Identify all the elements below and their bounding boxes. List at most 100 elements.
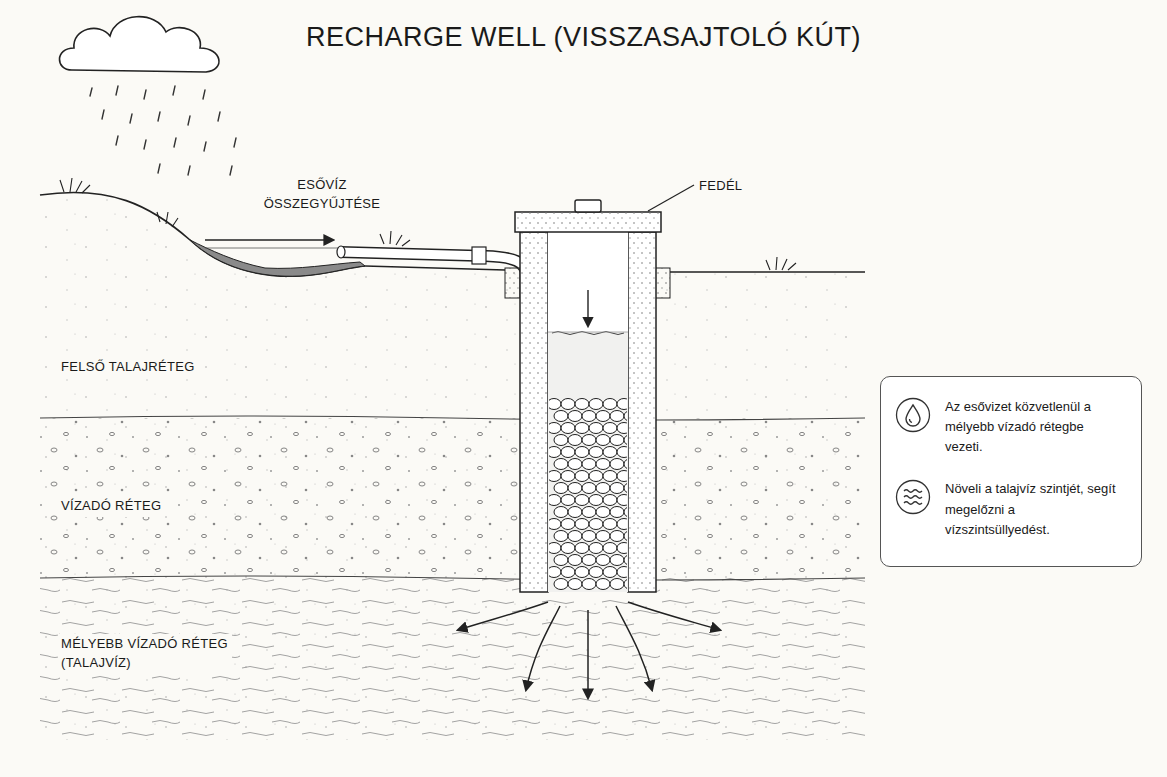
gravel-stone: [596, 411, 610, 422]
drop-icon: [895, 397, 931, 433]
gravel-stone: [554, 435, 568, 446]
info-text: Az esővizet közvetlenül a mélyebb vízadó…: [945, 397, 1123, 457]
gravel-stone: [582, 555, 596, 566]
gravel-stone: [624, 531, 627, 542]
gravel-stone: [554, 483, 568, 494]
gravel-stone: [582, 411, 596, 422]
gravel-stone: [589, 495, 603, 506]
gravel-stone: [596, 483, 610, 494]
gravel-stone: [624, 435, 627, 446]
gravel-stone: [554, 411, 568, 422]
info-panel: Az esővizet közvetlenül a mélyebb vízadó…: [880, 376, 1142, 567]
lid-label: FEDÉL: [696, 176, 745, 197]
gravel-stone: [603, 495, 617, 506]
gravel-stone: [596, 579, 610, 590]
gravel-stone: [617, 447, 627, 458]
gravel-stone: [589, 471, 603, 482]
gravel-stone: [610, 459, 624, 470]
gravel-stone: [561, 399, 575, 410]
diagram-title: RECHARGE WELL (VISSZASAJTOLÓ KÚT): [0, 22, 1167, 53]
gravel-stone: [561, 447, 575, 458]
gravel-stone: [568, 507, 582, 518]
gravel-stone: [610, 507, 624, 518]
info-item: Növeli a talajvíz szintjét, segít megelő…: [895, 479, 1127, 539]
gravel-stone: [561, 519, 575, 530]
gravel-stone: [610, 555, 624, 566]
gravel-stone: [549, 495, 561, 506]
gravel-stone: [549, 567, 561, 578]
gravel-stone: [596, 459, 610, 470]
info-text: Növeli a talajvíz szintjét, segít megelő…: [945, 479, 1123, 539]
gravel-stone: [549, 447, 561, 458]
gravel-stone: [561, 567, 575, 578]
gravel-stone: [617, 567, 627, 578]
layer-label: VÍZADÓ RÉTEG: [58, 496, 164, 517]
gravel-stone: [568, 531, 582, 542]
gravel-stone: [617, 399, 627, 410]
gravel-stone: [554, 579, 568, 590]
gravel-stone: [610, 435, 624, 446]
gravel-stone: [610, 531, 624, 542]
gravel-stone: [610, 483, 624, 494]
gravel-stone: [561, 423, 575, 434]
gravel-stone: [568, 483, 582, 494]
gravel-stone: [575, 447, 589, 458]
gravel-stone: [568, 435, 582, 446]
gravel-stone: [575, 567, 589, 578]
gravel-stone: [603, 423, 617, 434]
gravel-stone: [596, 435, 610, 446]
gravel-stone: [554, 459, 568, 470]
gravel-stone: [549, 399, 561, 410]
gravel-stone: [549, 543, 561, 554]
gravel-stone: [589, 543, 603, 554]
gravel-stone: [603, 567, 617, 578]
gravel-stone: [582, 483, 596, 494]
gravel-stone: [603, 519, 617, 530]
gravel-stone: [582, 507, 596, 518]
gravel-stone: [549, 423, 561, 434]
gravel-stone: [610, 579, 624, 590]
gravel-stone: [582, 459, 596, 470]
gravel-stone: [568, 459, 582, 470]
gravel-stone: [589, 447, 603, 458]
gravel-stone: [575, 495, 589, 506]
gravel-stone: [610, 411, 624, 422]
gravel-stone: [603, 399, 617, 410]
gravel-stone: [603, 471, 617, 482]
gravel-stone: [603, 543, 617, 554]
gravel-stone: [589, 567, 603, 578]
gravel-stone: [568, 555, 582, 566]
gravel-stone: [575, 423, 589, 434]
layer-label: MÉLYEBB VÍZADÓ RÉTEG (TALAJVÍZ): [58, 634, 232, 674]
gravel-stone: [624, 579, 627, 590]
gravel-stone: [617, 423, 627, 434]
gravel-stone: [568, 579, 582, 590]
info-item: Az esővizet közvetlenül a mélyebb vízadó…: [895, 397, 1127, 457]
gravel-stone: [549, 471, 561, 482]
gravel-stone: [589, 519, 603, 530]
gravel-stone: [561, 543, 575, 554]
gravel-stone: [568, 411, 582, 422]
gravel-stone: [575, 471, 589, 482]
gravel-stone: [589, 423, 603, 434]
gravel-stone: [575, 399, 589, 410]
waves-icon: [895, 479, 931, 515]
gravel-stone: [589, 399, 603, 410]
layer-label: FELSŐ TALAJRÉTEG: [58, 357, 198, 378]
gravel-stone: [561, 495, 575, 506]
gravel-stone: [582, 435, 596, 446]
gravel-stone: [554, 555, 568, 566]
gravel-stone: [617, 519, 627, 530]
gravel-stone: [624, 411, 627, 422]
gravel-stone: [575, 519, 589, 530]
gravel-stone: [596, 507, 610, 518]
gravel-stone: [582, 579, 596, 590]
gravel-stone: [617, 471, 627, 482]
gravel-stone: [624, 555, 627, 566]
gravel-stone: [624, 483, 627, 494]
gravel-stone: [575, 543, 589, 554]
gravel-stone: [582, 531, 596, 542]
rainwater-label: ESŐVÍZ ÖSSZEGYŰJTÉSE: [258, 175, 386, 215]
gravel-stone: [554, 507, 568, 518]
